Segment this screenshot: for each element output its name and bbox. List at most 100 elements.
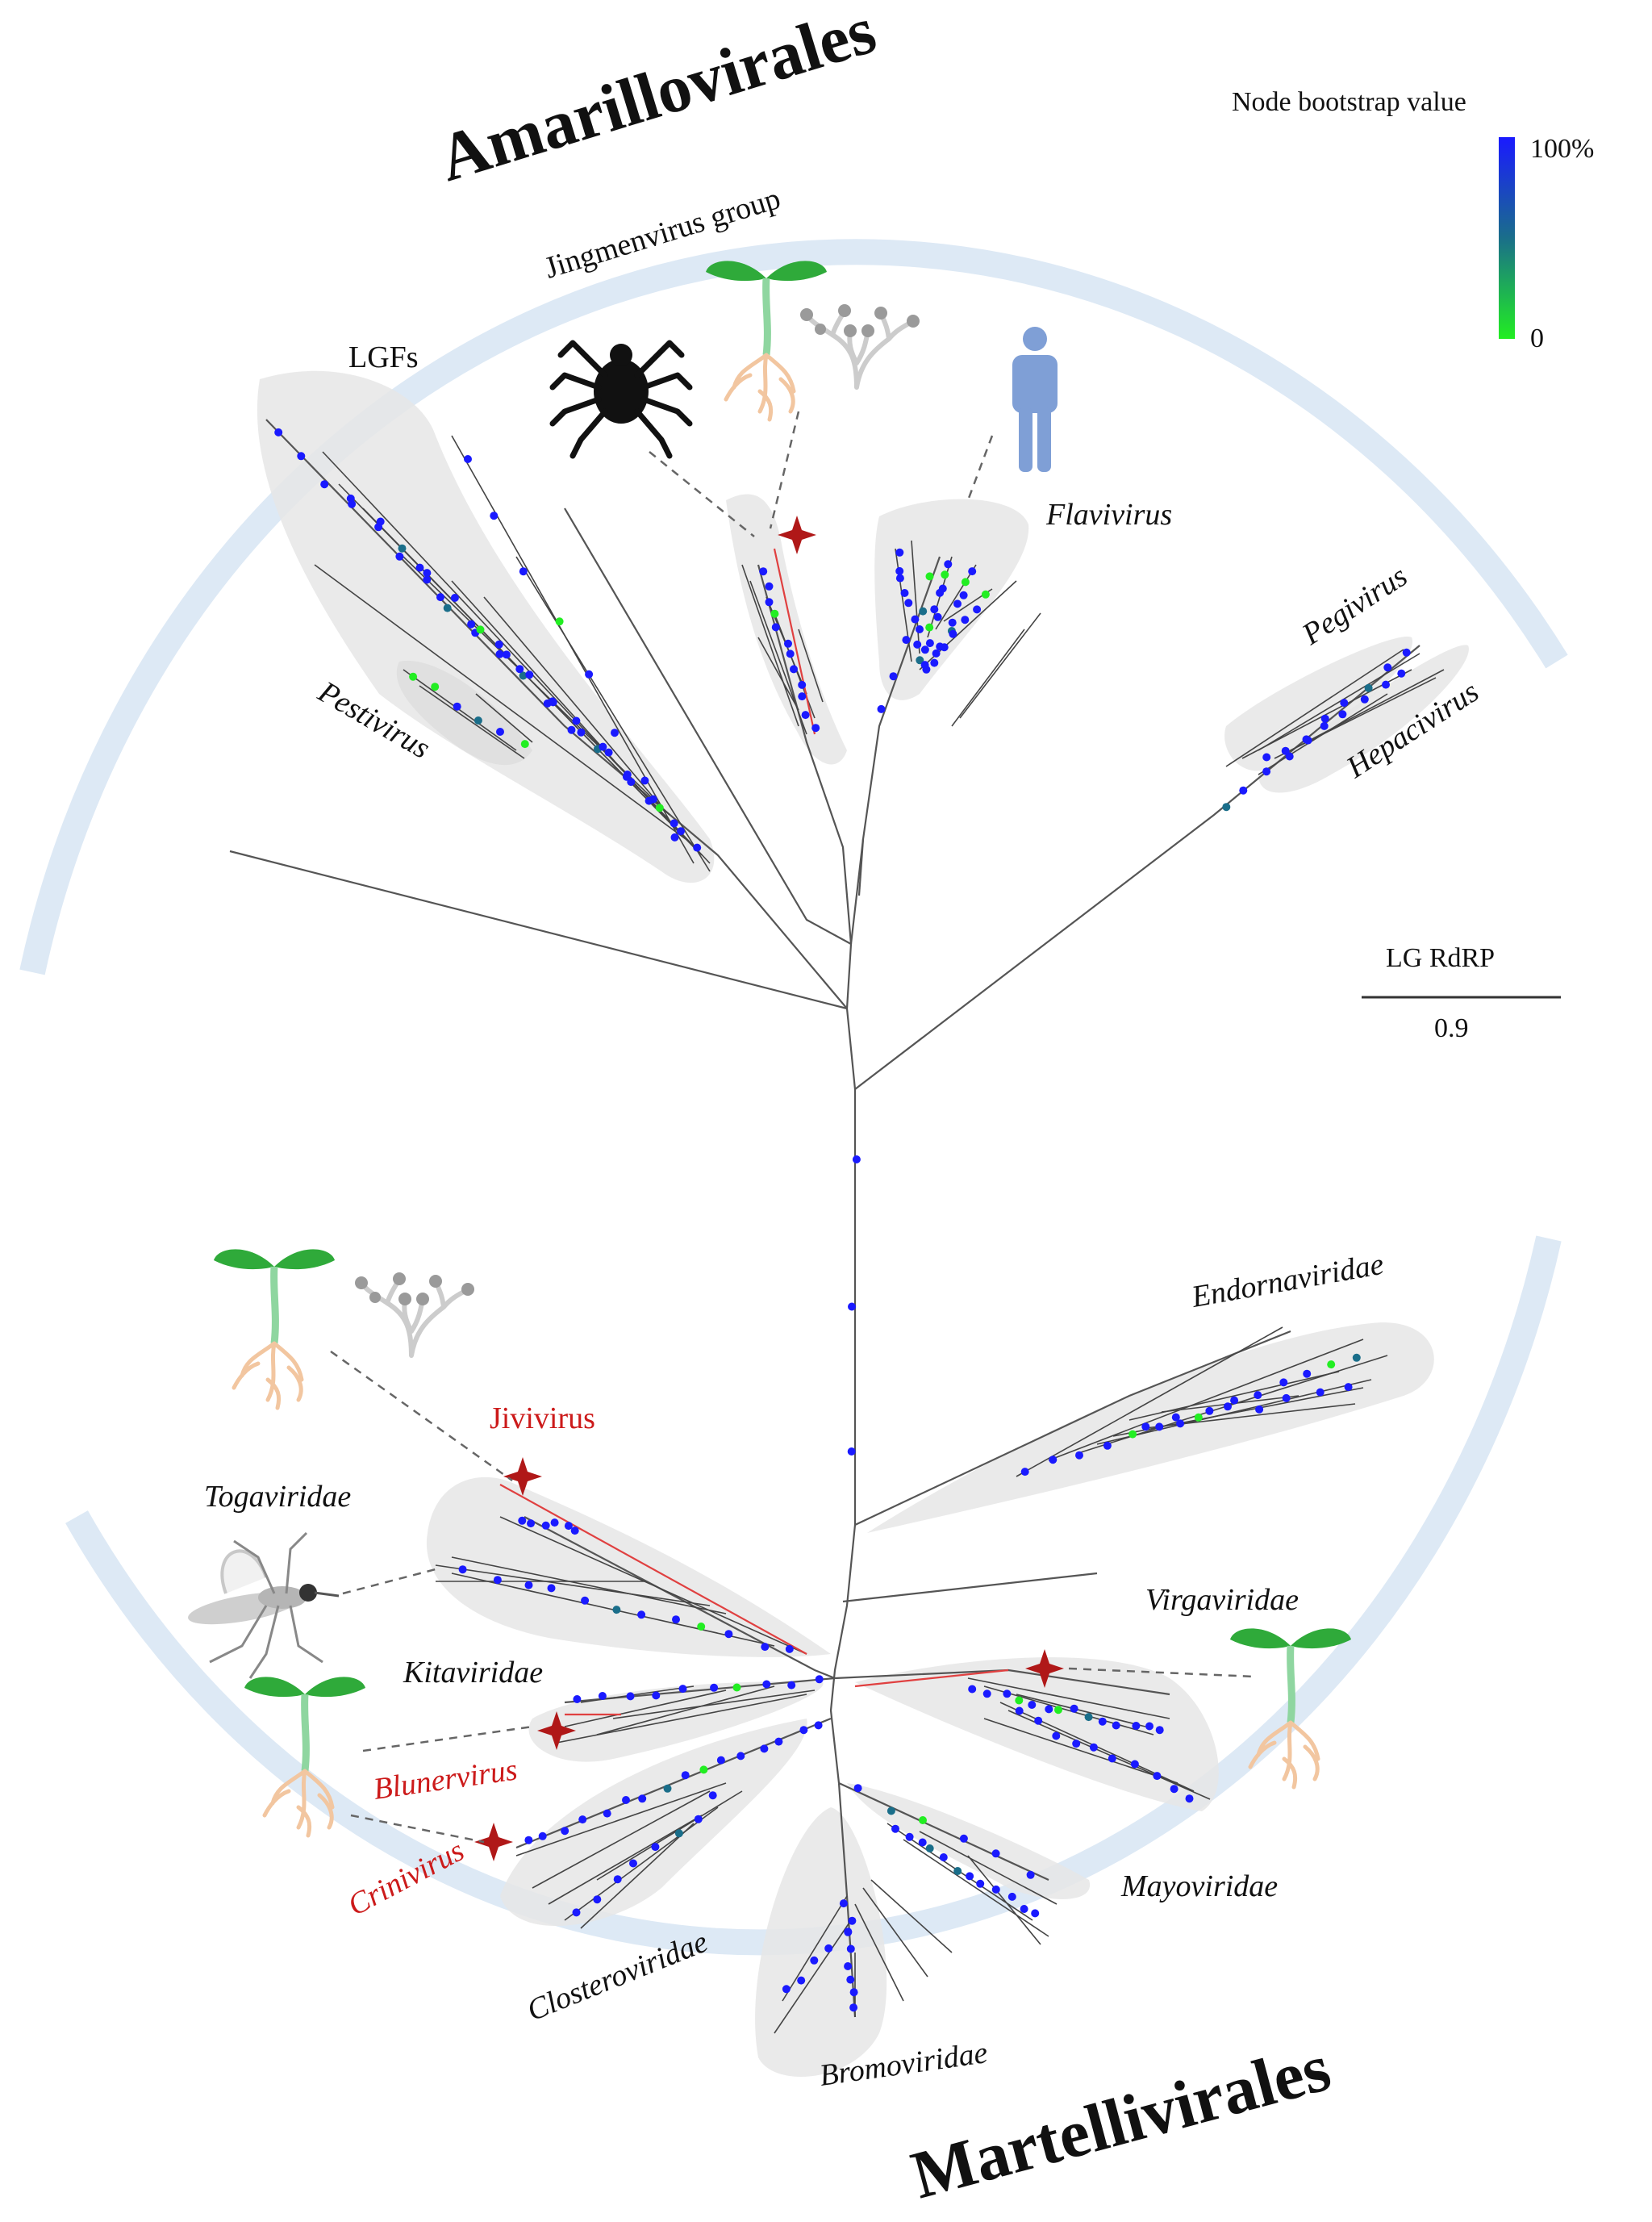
bootstrap-node xyxy=(678,1685,687,1694)
bootstrap-node xyxy=(627,778,636,787)
bootstrap-node xyxy=(409,672,418,681)
bootstrap-node xyxy=(1320,714,1329,723)
bootstrap-node xyxy=(626,1692,635,1701)
bootstrap-node xyxy=(916,656,924,665)
bootstrap-node xyxy=(1132,1722,1141,1730)
bootstrap-node xyxy=(548,697,557,706)
bootstrap-node xyxy=(1364,683,1373,692)
bootstrap-node xyxy=(844,1962,853,1970)
bootstrap-node xyxy=(877,704,886,713)
bootstrap-node xyxy=(1254,1391,1262,1400)
bootstrap-node xyxy=(1112,1721,1120,1730)
bootstrap-node xyxy=(895,548,904,557)
bootstrap-node xyxy=(1340,699,1349,708)
clade-label-togaviridae: Togaviridae xyxy=(204,1480,351,1514)
bootstrap-node xyxy=(886,1806,895,1815)
clade-label-flavivirus: Flavivirus xyxy=(1045,498,1172,532)
bootstrap-node xyxy=(824,1944,833,1953)
bootstrap-node xyxy=(961,578,970,587)
bootstrap-node xyxy=(1028,1701,1037,1709)
bootstrap-node xyxy=(798,692,807,701)
bootstrap-node xyxy=(1031,1909,1040,1918)
bootstrap-node xyxy=(846,1975,855,1984)
bootstrap-node xyxy=(561,1827,569,1836)
bootstrap-node xyxy=(1153,1772,1162,1781)
bootstrap-node xyxy=(762,1680,771,1689)
bootstrap-node xyxy=(515,665,524,674)
bootstrap-node xyxy=(925,623,934,632)
bootstrap-node xyxy=(895,566,904,575)
legend-max-label: 100% xyxy=(1530,134,1594,164)
bootstrap-node xyxy=(573,1695,582,1703)
bootstrap-node xyxy=(810,1956,819,1965)
bootstrap-node xyxy=(774,1737,783,1746)
bootstrap-node xyxy=(801,711,810,720)
bootstrap-node xyxy=(519,567,528,576)
bootstrap-node xyxy=(564,1522,573,1531)
bootstrap-node xyxy=(708,1791,717,1800)
bootstrap-node xyxy=(297,452,306,461)
bootstrap-node xyxy=(670,819,678,828)
bootstrap-node xyxy=(572,716,581,725)
scale-bar: LG RdRP 0.9 xyxy=(1362,943,1561,1043)
togaviridae-hull xyxy=(426,1476,831,1657)
order-label-top: Amarillovirales xyxy=(430,0,884,196)
bootstrap-node xyxy=(798,680,807,689)
bootstrap-node xyxy=(782,1985,791,1994)
bootstrap-node xyxy=(699,1765,708,1774)
bootstrap-node xyxy=(604,748,613,757)
bootstrap-node xyxy=(1239,786,1248,795)
bootstrap-node xyxy=(844,1928,853,1936)
bootstrap-node xyxy=(519,671,528,680)
bootstrap-node xyxy=(811,724,820,733)
bootstrap-node xyxy=(585,670,594,679)
jingmen-hull xyxy=(726,494,847,765)
bootstrap-node xyxy=(1026,1870,1035,1879)
bootstrap-node xyxy=(966,1872,974,1881)
bootstrap-node xyxy=(1282,1393,1291,1402)
bootstrap-node xyxy=(376,517,385,526)
bootstrap-node xyxy=(930,658,939,667)
bootstrap-node xyxy=(581,1596,590,1605)
bootstrap-node xyxy=(496,728,504,736)
bootstrap-node xyxy=(611,729,619,737)
bootstrap-node xyxy=(623,771,632,779)
bootstrap-node xyxy=(1103,1441,1112,1450)
bootstrap-node xyxy=(1015,1696,1024,1705)
bootstrap-node xyxy=(1089,1743,1098,1752)
bootstrap-node xyxy=(524,1581,533,1589)
bootstrap-node xyxy=(1128,1430,1137,1439)
bootstrap-node xyxy=(976,1879,985,1888)
bootstrap-node xyxy=(1230,1396,1239,1405)
bootstrap-node xyxy=(1397,669,1406,678)
bootstrap-node xyxy=(939,1853,948,1861)
bootstrap-node xyxy=(652,1691,661,1700)
bootstrap-node xyxy=(1327,1360,1336,1369)
bootstrap-node xyxy=(815,1675,824,1684)
bootstrap-node xyxy=(651,1843,660,1852)
bootstrap-node xyxy=(520,740,529,749)
bootstrap-node xyxy=(1098,1717,1107,1726)
plant-icon xyxy=(214,1249,335,1408)
bootstrap-node xyxy=(1075,1451,1083,1460)
bootstrap-node xyxy=(948,618,957,627)
bootstrap-node xyxy=(567,725,576,734)
bootstrap-node xyxy=(1383,663,1392,672)
bootstrap-node xyxy=(849,1988,858,1997)
bootstrap-node xyxy=(572,1908,581,1917)
plant-icon xyxy=(706,261,827,420)
bootstrap-node xyxy=(493,1576,502,1585)
bootstrap-node xyxy=(423,569,432,578)
bootstrap-node xyxy=(655,804,664,812)
bootstrap-node xyxy=(919,607,928,616)
bootstrap-node xyxy=(716,1756,725,1765)
leader-lines xyxy=(330,411,1255,1844)
bootstrap-node xyxy=(765,582,774,591)
bootstrap-node xyxy=(1084,1713,1093,1722)
bootstrap-node xyxy=(710,1683,719,1692)
bootstrap-node xyxy=(1108,1754,1116,1763)
bootstrap-node xyxy=(949,629,957,638)
bootstrap-node xyxy=(839,1899,848,1908)
clade-label-kitaviridae: Kitaviridae xyxy=(403,1656,543,1689)
bootstrap-node xyxy=(346,494,355,503)
